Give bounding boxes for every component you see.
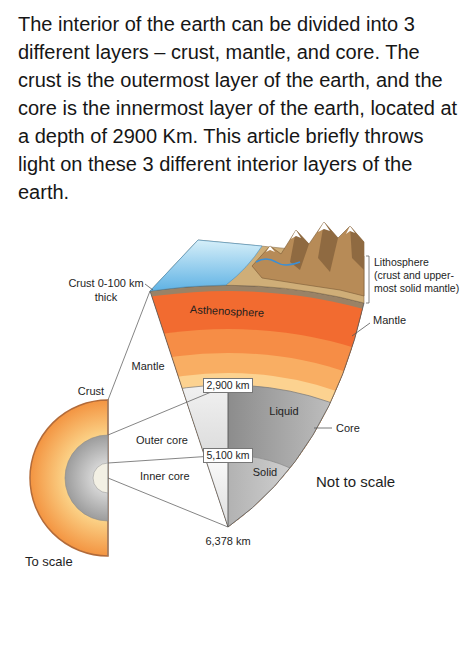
projection-line — [108, 385, 228, 435]
layer-label: Crust 0-100 km thick — [66, 276, 146, 304]
depth-label: 6,378 km — [205, 535, 250, 548]
snow-cap — [291, 230, 301, 239]
layer-label: Crust — [78, 385, 104, 398]
scale-note: To scale — [25, 555, 73, 568]
mountain-shade — [318, 222, 338, 272]
inner-core-face — [228, 455, 336, 527]
projection-line — [108, 478, 228, 527]
depth-label: 5,100 km — [203, 448, 252, 463]
core-boundary — [15, 385, 441, 669]
intro-text: The interior of the earth can be divided… — [18, 10, 458, 206]
snow-cap — [318, 222, 330, 232]
scale-mantle — [30, 400, 108, 556]
scale-inner-core — [93, 463, 108, 493]
depth-label: 2,900 km — [203, 378, 252, 393]
layer-note: (crust and upper-most solid mantle) — [374, 269, 466, 295]
layer-label: Inner core — [140, 470, 190, 483]
state-label: Liquid — [269, 405, 298, 418]
lithosphere-bracket — [366, 256, 369, 303]
mantle-band — [0, 353, 474, 669]
layer-label: Outer core — [136, 434, 188, 447]
scale-outer-core — [65, 435, 108, 521]
state-label: Solid — [253, 466, 277, 479]
asthenosphere-band — [0, 291, 474, 669]
wedge-outline — [150, 285, 364, 527]
scale-note: Not to scale — [316, 475, 395, 488]
inner-core-face — [120, 455, 228, 527]
layer-label: Mantle — [131, 360, 164, 373]
leader-line — [145, 284, 153, 290]
layer-label: Mantle — [373, 314, 406, 327]
mountain-shade — [350, 226, 364, 270]
mantle-band — [0, 373, 459, 669]
snow-cap — [346, 226, 355, 234]
mountain-range — [252, 222, 364, 296]
layer-label: Lithosphere — [374, 256, 429, 269]
layer-label: Core — [336, 422, 360, 435]
mantle-band — [0, 329, 474, 669]
crust-band — [0, 285, 474, 669]
leader-line — [314, 428, 332, 429]
ocean-surface — [150, 240, 262, 291]
river — [256, 259, 300, 265]
projection-line — [108, 291, 150, 400]
leader-line — [352, 323, 370, 336]
snow-cap — [266, 246, 275, 252]
